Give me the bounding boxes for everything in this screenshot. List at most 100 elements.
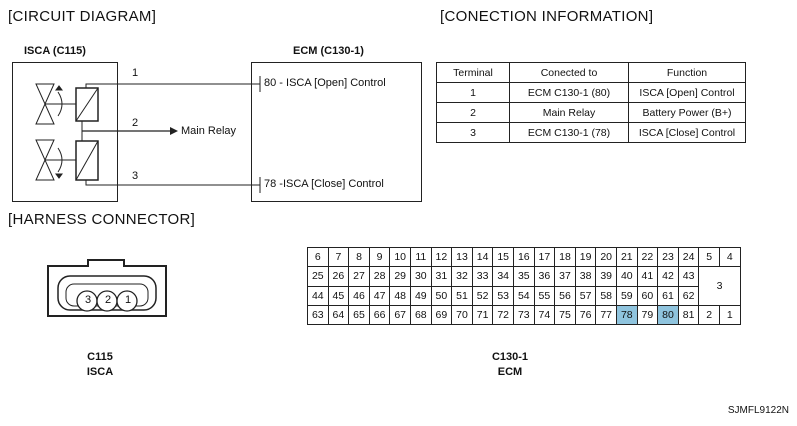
c115-pin-2-label: 2 [104,294,112,306]
pin-cell: 11 [410,247,432,268]
c130-name: ECM [497,366,523,378]
pin-cell: 67 [389,304,411,326]
pin-cell: 55 [533,285,556,306]
pin-cell: 42 [657,266,679,287]
pin-cell: 73 [513,304,535,326]
pin-cell: 49 [410,285,432,306]
pin-cell: 6 [307,247,329,268]
col-function: Function [628,62,746,83]
pin-cell: 24 [677,247,700,268]
pin-cell: 74 [533,304,556,326]
pin-cell: 53 [492,285,514,306]
pin-cell: 54 [513,285,535,306]
pin-cell: 69 [430,304,453,326]
pin-cell: 23 [657,247,679,268]
pin-cell: 14 [471,247,494,268]
table-cell: ECM C130-1 (78) [509,122,629,143]
ecm-pin-80-label: 80 - ISCA [Open] Control [264,77,386,89]
pin-cell: 56 [554,285,576,306]
pin-cell: 61 [657,285,679,306]
pin-cell: 2 [698,304,720,326]
c115-pin-3-label: 3 [84,294,92,306]
pin-cell: 28 [368,266,391,287]
pin-cell: 5 [698,247,720,268]
harness-connector-title: [HARNESS CONNECTOR] [8,211,196,228]
pin-cell: 66 [368,304,391,326]
figure-code: SJMFL9122N [727,405,789,416]
rotor-upper [35,83,76,125]
c115-pin-1-label: 1 [124,294,132,306]
pin-cell: 7 [327,247,350,268]
pin-cell: 17 [533,247,556,268]
pin-cell: 59 [616,285,638,306]
main-relay-label: Main Relay [181,125,237,137]
ecm-box [251,62,422,202]
c115-code: C115 [87,351,113,363]
pin-cell: 22 [636,247,659,268]
pin-cell: 4 [719,247,741,268]
pin-3-label: 3 [132,170,139,182]
pin-cell: 77 [595,304,617,326]
pin-cell: 29 [389,266,411,287]
c130-code: C130-1 [491,351,529,363]
pin-cell: 64 [327,304,350,326]
pin-cell: 36 [533,266,556,287]
pin-cell: 44 [307,285,329,306]
c115-connector [47,259,167,317]
table-row: 3 ECM C130-1 (78) ISCA [Close] Control [436,122,746,143]
col-terminal: Terminal [436,62,510,83]
pin-cell: 33 [471,266,494,287]
pin-cell: 1 [719,304,741,326]
pin-cell: 9 [368,247,391,268]
pin-cell: 45 [327,285,350,306]
pin-cell: 75 [554,304,576,326]
pin-cell: 43 [677,266,700,287]
table-header-row: Terminal Conected to Function [436,62,746,83]
pin-cell: 71 [471,304,494,326]
pin-cell: 65 [348,304,370,326]
pin-cell: 41 [636,266,659,287]
arrow-to-main-relay [170,127,178,135]
connection-info-title: [CONECTION INFORMATION] [440,8,654,25]
pin-cell: 18 [554,247,576,268]
connection-table: Terminal Conected to Function 1 ECM C130… [436,62,746,143]
circuit-wiring [35,76,261,193]
pin-cell: 46 [348,285,370,306]
isca-box [12,62,118,202]
pin-cell: 38 [574,266,597,287]
pin-cell: 68 [410,304,432,326]
pin-cell: 37 [554,266,576,287]
pin-cell: 63 [307,304,329,326]
pin-cell: 19 [574,247,597,268]
pin-cell: 21 [616,247,638,268]
circuit-diagram-title: [CIRCUIT DIAGRAM] [8,8,157,25]
c115-name: ISCA [86,366,114,378]
pin-cell: 81 [677,304,700,326]
table-cell: Battery Power (B+) [628,102,746,123]
table-row: 1 ECM C130-1 (80) ISCA [Open] Control [436,82,746,103]
pin-cell: 80 [657,304,679,326]
pin-cell: 39 [595,266,617,287]
pin-cell: 79 [636,304,659,326]
pin-2-label: 2 [132,117,139,129]
col-connected-to: Conected to [509,62,629,83]
table-cell: 3 [436,122,510,143]
pin-cell: 8 [348,247,370,268]
pin-cell: 31 [430,266,453,287]
pin-1-label: 1 [132,67,139,79]
pin-cell: 58 [595,285,617,306]
pin-cell: 30 [410,266,432,287]
ecm-pin-78-label: 78 -ISCA [Close] Control [264,178,384,190]
isca-label: ISCA (C115) [24,45,86,57]
pin-cell: 50 [430,285,453,306]
pin-cell: 27 [348,266,370,287]
pin-cell: 78 [616,304,638,326]
pin-cell: 52 [471,285,494,306]
c115-pin-1 [116,290,138,312]
rotor-lower [35,139,76,181]
pin-cell: 13 [451,247,473,268]
pin-cell: 15 [492,247,514,268]
pin-cell: 25 [307,266,329,287]
pin-cell: 12 [430,247,453,268]
ecm-label: ECM (C130-1) [293,45,364,57]
